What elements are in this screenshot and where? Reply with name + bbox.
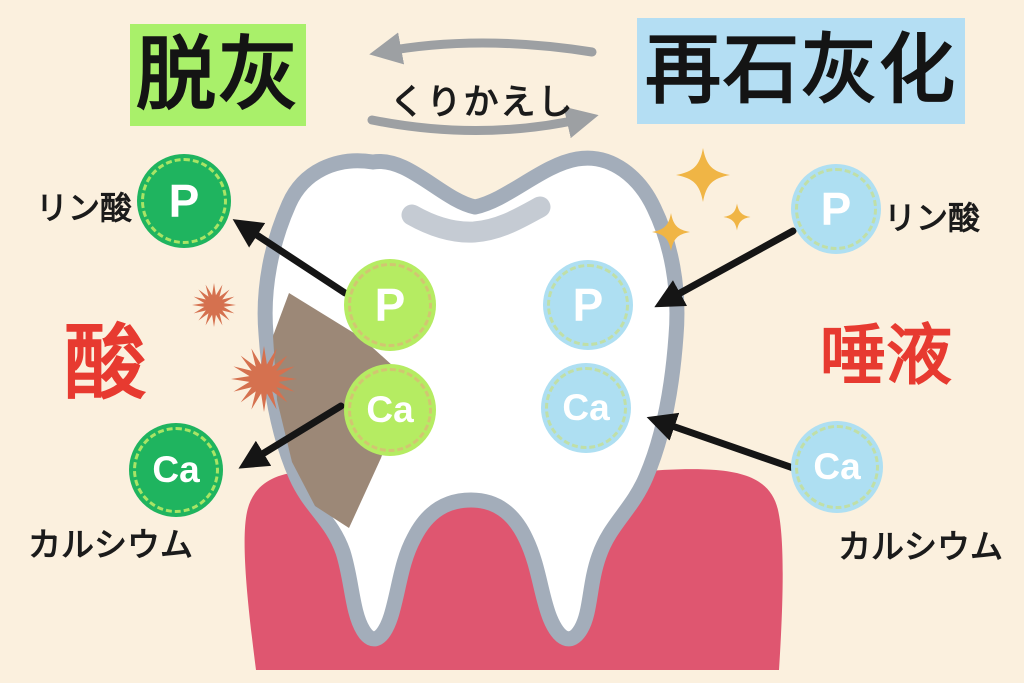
demineralization-title: 脱灰 — [130, 24, 306, 127]
dashed-ring — [545, 367, 627, 449]
calcium-label-left: カルシウム — [28, 526, 193, 563]
tooth-calcium-ion-left: Ca — [344, 364, 436, 456]
dashed-ring — [133, 427, 219, 513]
tooth-calcium-ion-right: Ca — [541, 363, 631, 453]
phosphorus-ion-source-left: P — [137, 154, 231, 248]
remineralization-title: 再石灰化 — [637, 18, 965, 125]
tooth-phosphorus-ion-right: P — [543, 260, 633, 350]
tooth-shine — [401, 196, 551, 243]
cycle-arrow-left-icon — [369, 32, 597, 65]
acid-label: 酸 — [64, 318, 147, 409]
sparkle-large-icon — [676, 148, 730, 202]
calcium-ion-source-right: Ca — [791, 421, 883, 513]
arrow-calcium-in-icon — [646, 412, 800, 473]
saliva-label: 唾液 — [820, 318, 952, 392]
sparkle-small-icon — [723, 203, 751, 231]
dashed-ring — [348, 368, 432, 452]
dashed-ring — [795, 425, 879, 509]
dashed-ring — [141, 158, 227, 244]
cycle-arrow-right-icon — [367, 106, 599, 139]
calcium-label-right: カルシウム — [838, 528, 1003, 565]
arrow-phosphorus-in-icon — [654, 227, 797, 308]
dashed-ring — [547, 264, 629, 346]
cycle-label: くりかえし — [389, 83, 575, 122]
tooth-phosphorus-ion-left: P — [344, 259, 436, 351]
calcium-ion-source-left: Ca — [129, 423, 223, 517]
acid-burst-large-icon — [231, 346, 297, 412]
phosphate-label-right: リン酸 — [884, 200, 981, 236]
phosphate-label-left: リン酸 — [36, 190, 133, 226]
dashed-ring — [795, 168, 877, 250]
dashed-ring — [348, 263, 432, 347]
acid-burst-small-icon — [192, 283, 236, 327]
arrow-calcium-out-icon — [238, 402, 345, 469]
phosphorus-ion-source-right: P — [791, 164, 881, 254]
arrow-phosphorus-out-icon — [232, 219, 349, 297]
